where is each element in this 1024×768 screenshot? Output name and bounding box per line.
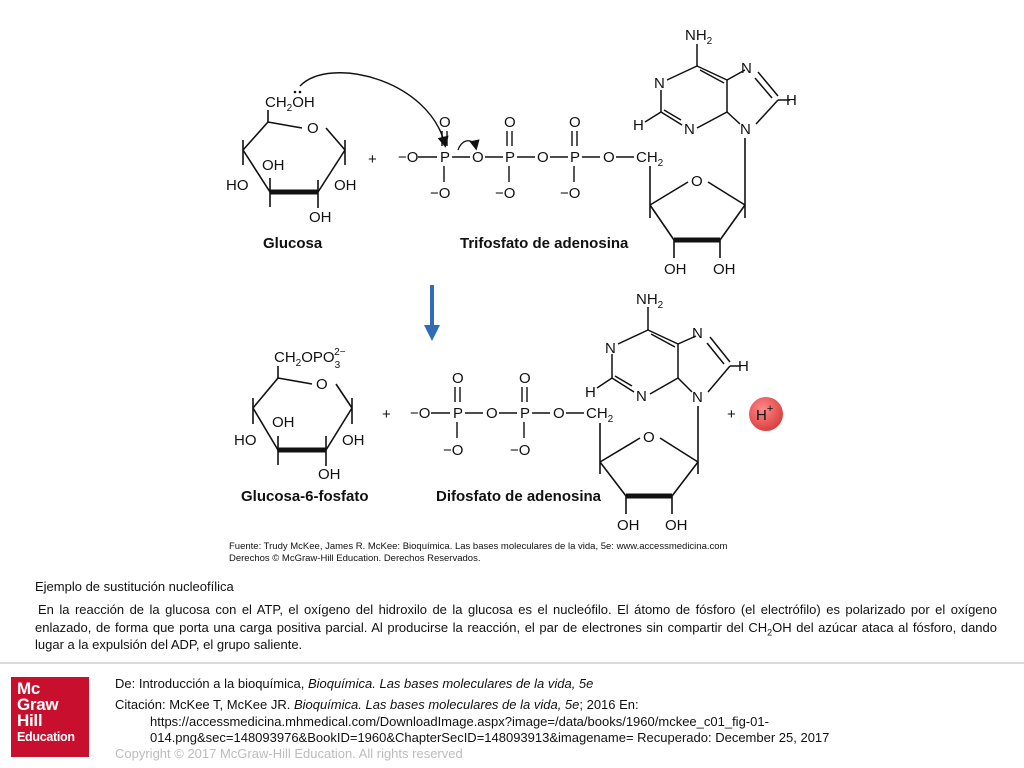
svg-text:N: N xyxy=(692,325,703,342)
glucose-structure xyxy=(242,110,346,208)
svg-text:O: O xyxy=(452,370,464,387)
g6p-structure xyxy=(252,366,353,466)
svg-text:−O: −O xyxy=(410,405,430,422)
glucose-ring-oxygen: O xyxy=(307,120,319,137)
svg-text:O: O xyxy=(504,114,516,131)
svg-text:−O: −O xyxy=(443,442,463,459)
svg-text:O: O xyxy=(643,429,655,446)
glucose-oh-right: OH xyxy=(334,177,357,194)
svg-text:N: N xyxy=(692,389,703,406)
citation-ref: Citación: McKee T, McKee JR. Bioquímica.… xyxy=(115,697,639,712)
adp-ch2: CH2 xyxy=(586,405,614,425)
svg-text:N: N xyxy=(636,388,647,405)
svg-text:OH: OH xyxy=(664,261,687,278)
svg-text:O: O xyxy=(486,405,498,422)
citation-url-line-1: https://accessmedicina.mhmedical.com/Dow… xyxy=(150,714,769,729)
reaction-figure: CH2OH O HO OH OH OH Glucosa + −O P O −O … xyxy=(226,27,797,564)
svg-text:N: N xyxy=(741,60,752,77)
svg-text:OH: OH xyxy=(342,432,365,449)
svg-text:−O: −O xyxy=(495,185,515,202)
svg-text:O: O xyxy=(603,149,615,166)
caption-title: Ejemplo de sustitución nucleofílica xyxy=(35,579,234,594)
glucose-oh-bottom: OH xyxy=(309,209,332,226)
svg-text:−O: −O xyxy=(510,442,530,459)
svg-text:OH: OH xyxy=(617,517,640,534)
svg-text:OH: OH xyxy=(318,466,341,483)
atp-phosphate-chain: −O P O −O O P O −O O P O −O O CH2 xyxy=(398,114,664,202)
adp-adenine xyxy=(596,307,741,395)
plus-sign-proton: + xyxy=(727,406,736,423)
footer-divider xyxy=(0,662,1024,664)
glucose-ho-left: HO xyxy=(226,177,249,194)
plus-sign-top: + xyxy=(368,151,377,168)
plus-sign-bottom: + xyxy=(382,406,391,423)
source-line-1: Fuente: Trudy McKee, James R. McKee: Bio… xyxy=(229,541,728,552)
citation-url-line-2: 014.png&sec=148093976&BookID=1960&Chapte… xyxy=(150,730,830,745)
glucose-ch2oh: CH2OH xyxy=(265,94,315,114)
svg-text:H: H xyxy=(633,117,644,134)
svg-text:OH: OH xyxy=(713,261,736,278)
svg-text:N: N xyxy=(605,340,616,357)
caption-body: En la reacción de la glucosa con el ATP,… xyxy=(35,602,997,652)
atp-label: Trifosfato de adenosina xyxy=(460,235,629,252)
svg-text:O: O xyxy=(537,149,549,166)
svg-text:OH: OH xyxy=(272,414,295,431)
svg-text:OH: OH xyxy=(665,517,688,534)
adp-phosphate-chain: −O P O −O O P O −O O CH2 xyxy=(410,370,614,459)
citation-from: De: Introducción a la bioquímica, Bioquí… xyxy=(115,676,594,691)
adp-nh2: NH2 xyxy=(636,291,664,311)
svg-text:P: P xyxy=(520,405,530,422)
g6p-label: Glucosa-6-fosfato xyxy=(241,488,369,505)
svg-text:O: O xyxy=(439,114,451,131)
glucose-label: Glucosa xyxy=(263,235,323,252)
svg-text:N: N xyxy=(740,121,751,138)
svg-text:H: H xyxy=(585,384,596,401)
svg-text:−O: −O xyxy=(430,185,450,202)
nucleophilic-attack-arrow xyxy=(299,72,449,148)
g6p-ch2opo3: CH2OPO32− xyxy=(274,347,346,371)
svg-text:O: O xyxy=(569,114,581,131)
adp-label: Difosfato de adenosina xyxy=(436,488,602,505)
svg-text:P: P xyxy=(453,405,463,422)
svg-text:−O: −O xyxy=(560,185,580,202)
svg-text:O: O xyxy=(472,149,484,166)
source-line-2: Derechos © McGraw-Hill Education. Derech… xyxy=(229,553,480,564)
glucose-oh-c3: OH xyxy=(262,157,285,174)
svg-text:N: N xyxy=(654,75,665,92)
mcgraw-hill-logo: Mc Graw Hill Education xyxy=(11,677,89,757)
svg-text:O: O xyxy=(691,173,703,190)
svg-text:H: H xyxy=(786,92,797,109)
adp-ribose xyxy=(599,406,699,514)
atp-adenine xyxy=(644,44,790,129)
svg-text:H: H xyxy=(738,358,749,375)
atp-minus-o: −O xyxy=(398,149,418,166)
atp-p-gamma: P xyxy=(440,149,450,166)
atp-p-alpha: P xyxy=(570,149,580,166)
atp-p-beta: P xyxy=(505,149,515,166)
svg-text:N: N xyxy=(684,121,695,138)
svg-text:O: O xyxy=(553,405,565,422)
copyright-notice: Copyright © 2017 McGraw-Hill Education. … xyxy=(115,746,463,761)
svg-text:H+: H+ xyxy=(756,403,773,424)
svg-text:O: O xyxy=(316,376,328,393)
atp-nh2: NH2 xyxy=(685,27,713,47)
hydrogen-ion: H+ xyxy=(749,397,783,431)
svg-text:HO: HO xyxy=(234,432,257,449)
atp-ribose xyxy=(649,138,746,258)
reaction-arrow xyxy=(424,285,440,341)
svg-text:O: O xyxy=(519,370,531,387)
atp-ch2: CH2 xyxy=(636,149,664,169)
